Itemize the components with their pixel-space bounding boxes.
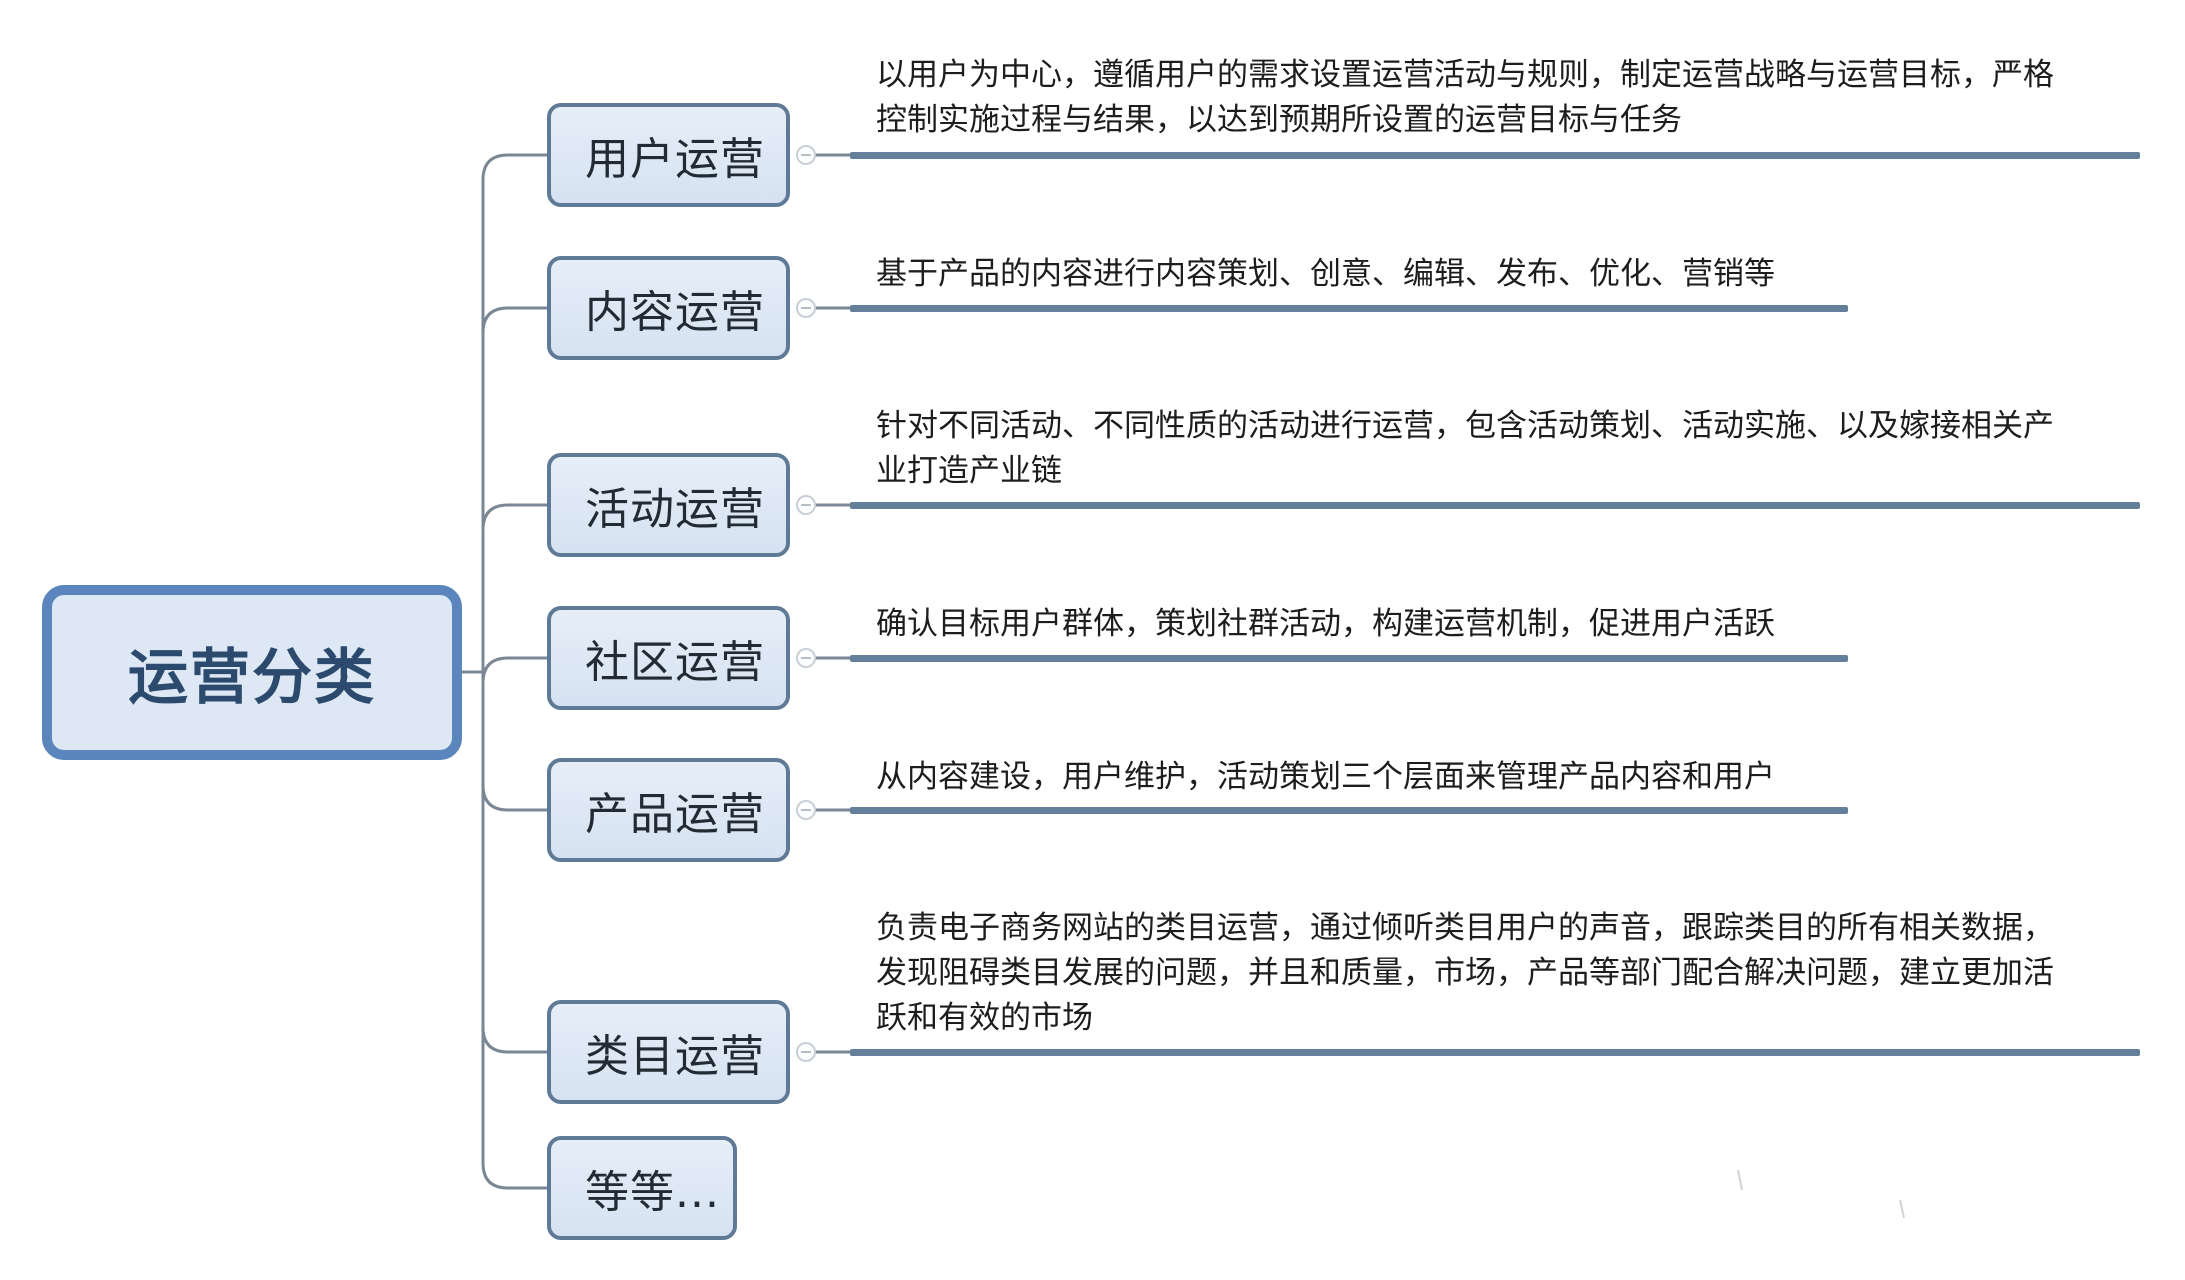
branch-label: 活动运营 — [585, 484, 765, 535]
description-underline — [850, 152, 2140, 159]
description-underline — [850, 655, 1848, 662]
branch-node-content-operation[interactable]: 内容运营 — [547, 256, 790, 360]
branch-description: 负责电子商务网站的类目运营，通过倾听类目用户的声音，跟踪类目的所有相关数据， 发… — [876, 910, 2054, 1036]
description-underline — [850, 807, 1848, 814]
branch-node-activity-operation[interactable]: 活动运营 — [547, 453, 790, 557]
collapse-toggle-icon[interactable] — [796, 1042, 816, 1062]
branch-label: 内容运营 — [585, 287, 765, 338]
branch-label: 产品运营 — [585, 789, 765, 840]
branch-label: 等等... — [585, 1167, 720, 1218]
branch-description: 基于产品的内容进行内容策划、创意、编辑、发布、优化、营销等 — [876, 256, 1775, 292]
branch-label: 类目运营 — [585, 1031, 765, 1082]
root-node[interactable]: 运营分类 — [42, 585, 462, 760]
branch-node-user-operation[interactable]: 用户运营 — [547, 103, 790, 207]
branch-label: 社区运营 — [585, 637, 765, 688]
watermark-icon — [1737, 1169, 1905, 1219]
branch-description: 确认目标用户群体，策划社群活动，构建运营机制，促进用户活跃 — [876, 606, 1775, 642]
branch-description: 针对不同活动、不同性质的活动进行运营，包含活动策划、活动实施、以及嫁接相关产 业… — [876, 408, 2054, 489]
branch-description: 以用户为中心，遵循用户的需求设置运营活动与规则，制定运营战略与运营目标，严格 控… — [876, 57, 2054, 138]
collapse-toggle-icon[interactable] — [796, 800, 816, 820]
branch-node-category-operation[interactable]: 类目运营 — [547, 1000, 790, 1104]
collapse-toggle-icon[interactable] — [796, 298, 816, 318]
collapse-toggle-icon[interactable] — [796, 648, 816, 668]
description-underline — [850, 305, 1848, 312]
branch-node-community-operation[interactable]: 社区运营 — [547, 606, 790, 710]
description-underline — [850, 1049, 2140, 1056]
branch-node-product-operation[interactable]: 产品运营 — [547, 758, 790, 862]
branch-label: 用户运营 — [585, 134, 765, 185]
description-underline — [850, 502, 2140, 509]
collapse-toggle-icon[interactable] — [796, 495, 816, 515]
branch-node-etc[interactable]: 等等... — [547, 1136, 737, 1240]
root-label: 运营分类 — [128, 643, 376, 713]
collapse-toggle-icon[interactable] — [796, 145, 816, 165]
branch-description: 从内容建设，用户维护，活动策划三个层面来管理产品内容和用户 — [876, 759, 1775, 795]
